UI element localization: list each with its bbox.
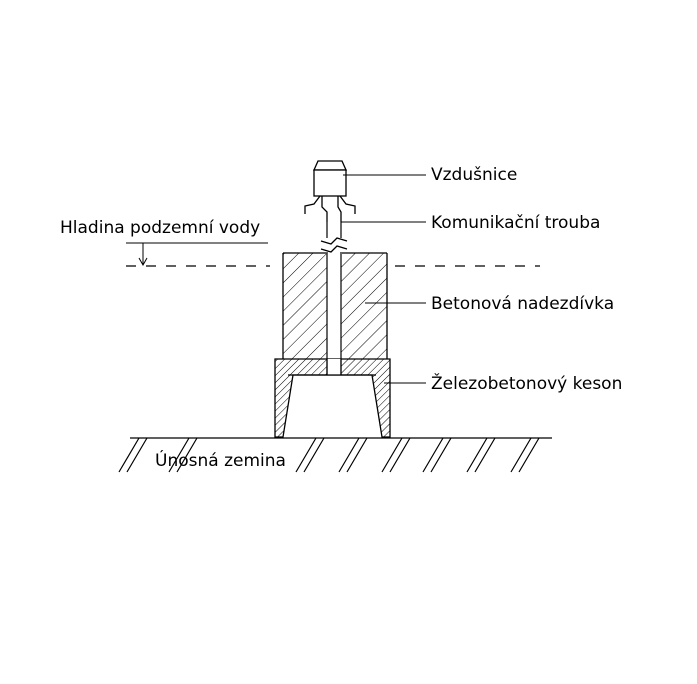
label-concrete-superstructure: Betonová nadezdívka <box>431 294 614 314</box>
rc-caisson <box>274 358 391 438</box>
leader-lines <box>341 174 426 384</box>
access-shaft <box>320 222 348 375</box>
bearing-soil-hatch <box>118 437 540 473</box>
water-level-marker <box>126 242 268 267</box>
air-lock <box>304 160 356 222</box>
label-air-lock: Vzdušnice <box>431 165 517 185</box>
label-access-shaft: Komunikační trouba <box>431 213 600 233</box>
label-groundwater-level: Hladina podzemní vody <box>60 218 260 238</box>
concrete-superstructure <box>282 252 388 359</box>
label-rc-caisson: Železobetonový keson <box>431 372 622 394</box>
label-bearing-soil: Únosná zemina <box>155 449 286 471</box>
